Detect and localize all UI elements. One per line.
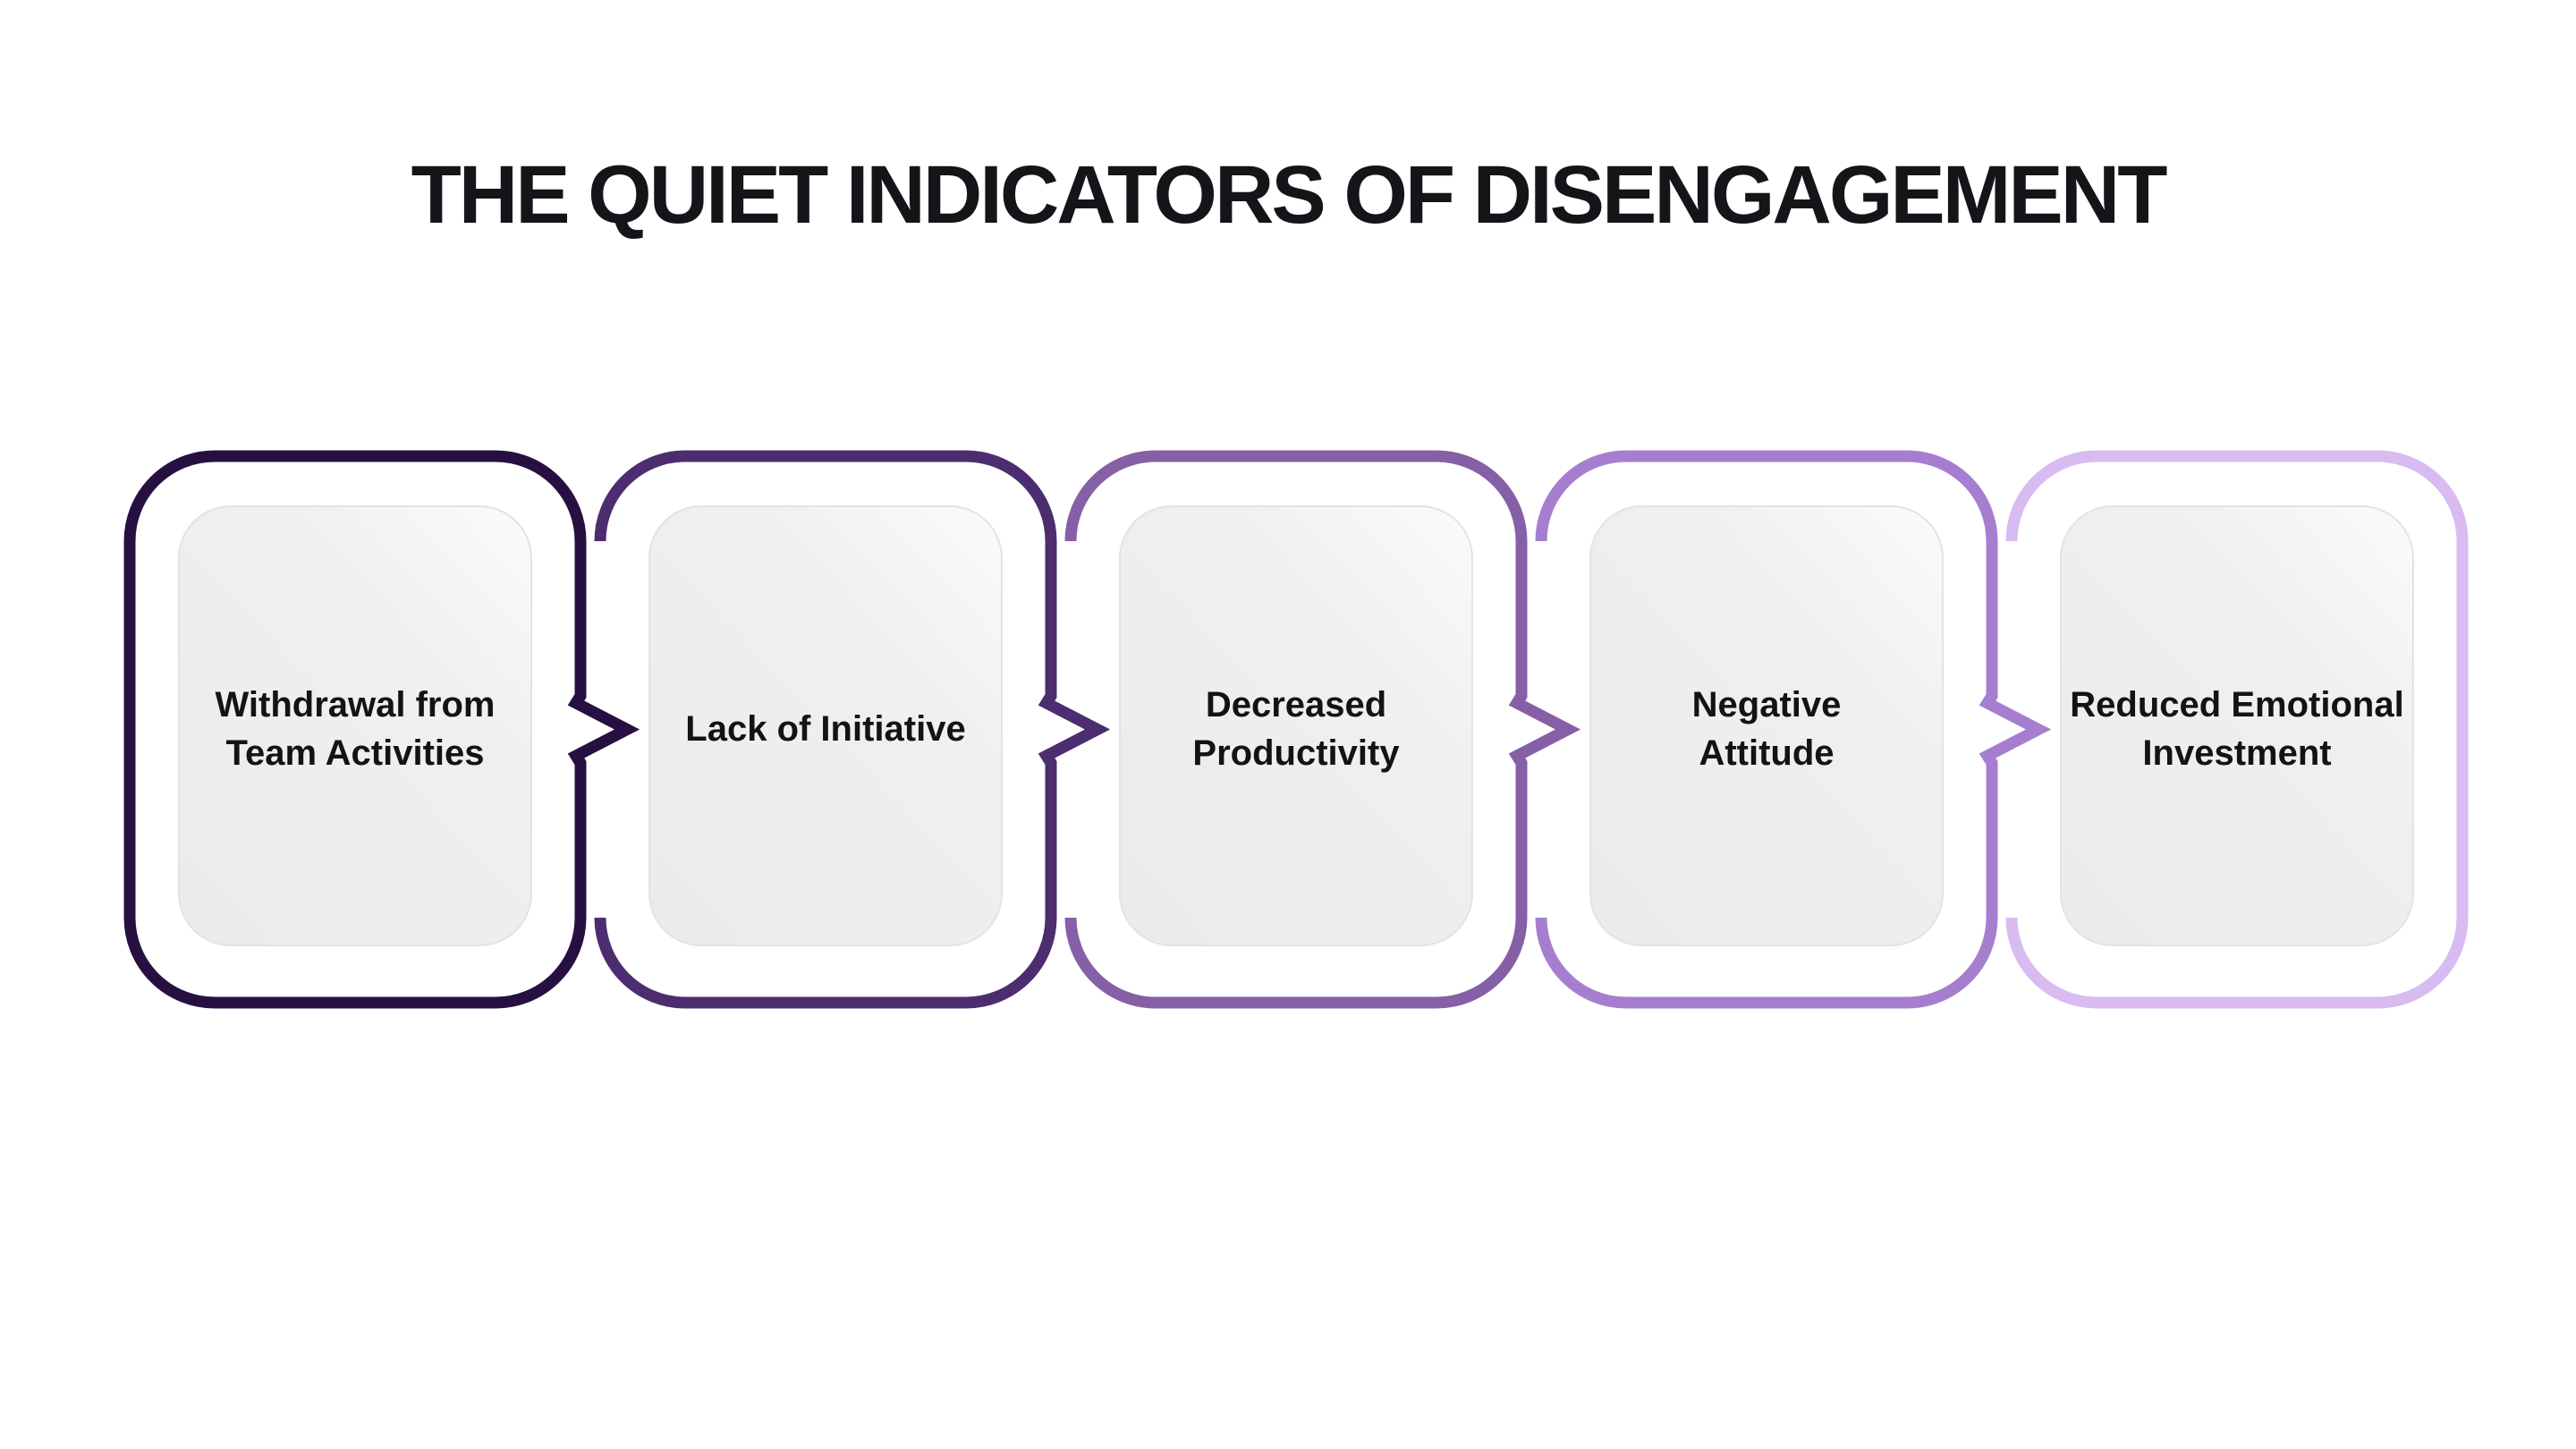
step-5-label-line-1: Reduced Emotional <box>2070 685 2404 724</box>
step-3-shape <box>1064 450 1581 1009</box>
step-3-panel <box>1119 505 1473 946</box>
step-4-label-line-2: Attitude <box>1699 733 1835 773</box>
step-5-label: Reduced Emotional Investment <box>2049 678 2425 780</box>
step-4-shape <box>1535 450 2052 1009</box>
step-1-label-line-2: Team Activities <box>225 733 485 773</box>
step-4-label: Negative Attitude <box>1579 678 1954 780</box>
step-3-label: Decreased Productivity <box>1108 678 1484 780</box>
step-5-label-line-2: Investment <box>2142 733 2332 773</box>
step-2-panel <box>648 505 1003 946</box>
flow-diagram <box>123 450 2469 1009</box>
step-4-label-line-1: Negative <box>1691 685 1842 724</box>
step-4-panel <box>1589 505 1944 946</box>
step-2-shape <box>594 450 1111 1009</box>
page-title: THE QUIET INDICATORS OF DISENGAGEMENT <box>411 149 2168 241</box>
step-1-panel <box>178 505 532 946</box>
step-3-label-line-1: Decreased <box>1205 685 1387 724</box>
step-1-label: Withdrawal from Team Activities <box>167 678 543 780</box>
step-5-shape <box>2005 450 2469 1009</box>
step-2-label: Lack of Initiative <box>638 678 1013 780</box>
step-1-shape <box>123 450 640 1009</box>
step-5-panel <box>2060 505 2414 946</box>
step-2-label-line-1: Lack of Initiative <box>685 709 966 749</box>
step-1-label-line-1: Withdrawal from <box>215 685 496 724</box>
step-3-label-line-2: Productivity <box>1192 733 1400 773</box>
